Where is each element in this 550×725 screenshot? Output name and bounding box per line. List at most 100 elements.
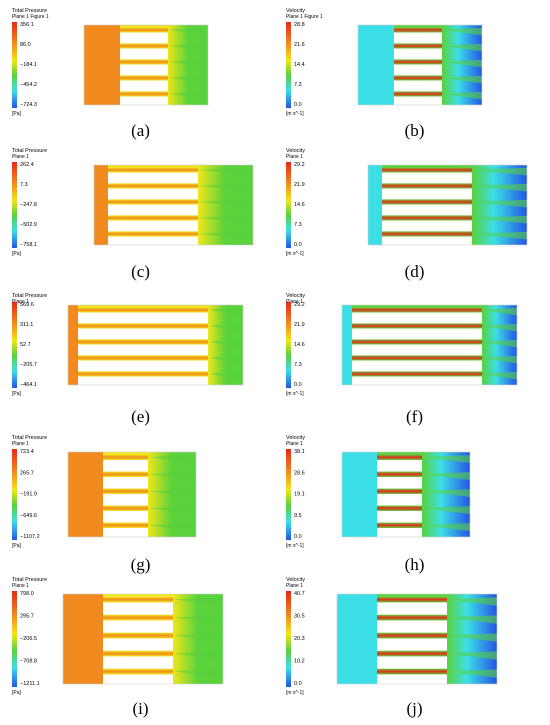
- tick-label: 19.1: [294, 492, 305, 498]
- channel-strip: [352, 305, 482, 308]
- channel-gap: [103, 674, 173, 684]
- tick-label: 21.9: [294, 322, 305, 328]
- channel-strip: [103, 522, 148, 528]
- outlet-jet: [173, 633, 223, 642]
- outlet-jet: [173, 651, 223, 660]
- tick-label: −1107.2: [20, 534, 40, 540]
- tick-label: 10.2: [294, 659, 305, 665]
- channel-strip: [120, 25, 168, 28]
- channel-gap: [120, 80, 168, 89]
- channel-strip: [382, 199, 472, 205]
- channel-gap: [394, 48, 442, 57]
- channel-gap: [382, 220, 472, 229]
- channel-gap: [103, 493, 148, 503]
- outlet-jet: [422, 455, 470, 464]
- inlet-plenum: [368, 165, 382, 245]
- channel-gap: [377, 674, 447, 684]
- channel-strip: [352, 323, 482, 329]
- channel-gap: [120, 64, 168, 73]
- tick-label: 0.0: [294, 102, 302, 108]
- color-bar: [12, 162, 17, 248]
- outlet-jet: [198, 167, 253, 176]
- channel-gap: [352, 344, 482, 353]
- channel-strip: [382, 165, 472, 168]
- outlet-jet: [173, 615, 223, 624]
- channel-gap: [103, 620, 173, 630]
- tick-label: 356.1: [20, 22, 34, 28]
- channel-gap: [352, 376, 482, 385]
- tick-label: 52.7: [20, 342, 31, 348]
- color-bar: [286, 302, 291, 388]
- channel-strip: [78, 307, 208, 313]
- outlet-jet: [447, 597, 497, 606]
- unit-label: [m s^-1]: [286, 690, 304, 696]
- tick-label: 38.1: [294, 449, 305, 455]
- outlet-jet: [198, 183, 253, 192]
- channel-strip: [108, 231, 198, 237]
- caption-i: (i): [132, 699, 149, 718]
- tick-label: 0.0: [294, 534, 302, 540]
- inlet-plenum: [337, 594, 377, 684]
- channel-gap: [108, 188, 198, 197]
- outlet-jet: [447, 615, 497, 624]
- inlet-plenum: [84, 25, 120, 105]
- tick-label: −758.1: [20, 242, 37, 248]
- tick-label: 29.2: [294, 302, 305, 308]
- caption-d: (d): [404, 262, 425, 281]
- channel-strip: [394, 25, 442, 28]
- tick-label: −502.9: [20, 222, 37, 228]
- tick-label: 9.5: [294, 513, 302, 519]
- tick-label: 20.3: [294, 636, 305, 642]
- inlet-plenum: [68, 452, 103, 537]
- inlet-plenum: [94, 165, 108, 245]
- outlet-jet: [472, 183, 527, 192]
- domain-frame: [83, 24, 209, 106]
- unit-label: [Pa]: [12, 111, 22, 117]
- outlet-jet: [422, 489, 470, 498]
- tick-label: −464.1: [20, 382, 37, 388]
- inlet-plenum: [63, 594, 103, 684]
- domain-frame: [67, 304, 244, 386]
- outlet-jet: [482, 371, 517, 380]
- channel-gap: [78, 344, 208, 353]
- inlet-plenum: [358, 25, 394, 105]
- inlet-plenum: [342, 305, 352, 385]
- tick-label: −205.7: [20, 362, 37, 368]
- channel-strip: [352, 371, 482, 377]
- channel-strip: [382, 215, 472, 221]
- outlet-jet: [168, 27, 208, 36]
- channel-strip: [377, 650, 447, 657]
- color-bar: [12, 302, 17, 388]
- channel-strip: [377, 522, 422, 528]
- channel-strip: [377, 488, 422, 494]
- outlet-jet: [442, 43, 482, 52]
- tick-label: 311.1: [20, 322, 33, 328]
- channel-strip: [103, 614, 173, 621]
- domain-frame: [62, 593, 224, 685]
- channel-strip: [78, 323, 208, 329]
- legend-subtitle: Plane 1: [12, 299, 29, 305]
- tick-label: −649.6: [20, 513, 37, 519]
- channel-strip: [394, 91, 442, 97]
- outlet-jet: [422, 506, 470, 515]
- channel-strip: [103, 505, 148, 511]
- tick-label: −247.8: [20, 202, 37, 208]
- unit-label: [m s^-1]: [286, 543, 304, 549]
- caption-f: (f): [406, 407, 423, 426]
- outlet-jet: [168, 59, 208, 68]
- caption-b: (b): [404, 121, 425, 140]
- tick-label: 7.3: [294, 222, 302, 228]
- channel-gap: [78, 328, 208, 337]
- outlet-jet: [442, 75, 482, 84]
- inlet-plenum: [68, 305, 78, 385]
- outlet-jet: [442, 59, 482, 68]
- unit-label: [Pa]: [12, 543, 22, 549]
- outlet-jet: [148, 455, 196, 464]
- channel-gap: [352, 360, 482, 369]
- channel-strip: [377, 668, 447, 675]
